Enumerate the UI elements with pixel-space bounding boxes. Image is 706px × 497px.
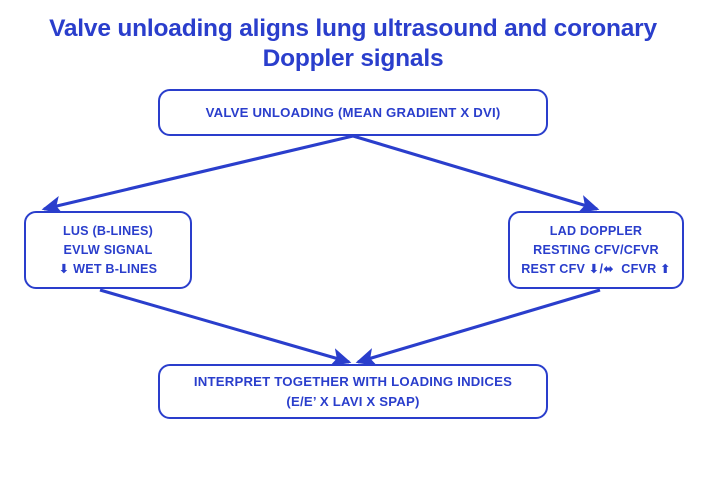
edge-top-to-left bbox=[41, 134, 354, 215]
node-interpret-together[interactable]: INTERPRET TOGETHER WITH LOADING INDICES … bbox=[158, 364, 548, 419]
node-valve-unloading[interactable]: VALVE UNLOADING (MEAN GRADIENT X DVI) bbox=[158, 89, 548, 136]
node-lad-metric-1-label: REST CFV bbox=[521, 261, 586, 276]
arrow-down-icon: ⬇ bbox=[588, 260, 600, 276]
edge-right-to-bottom bbox=[355, 288, 601, 366]
page-title: Valve unloading aligns lung ultrasound a… bbox=[0, 14, 706, 74]
node-lus-line-1: LUS (B-LINES) bbox=[62, 223, 154, 238]
node-lad-line-1: LAD DOPPLER bbox=[549, 223, 643, 238]
node-lad-metrics-row: REST CFV ⬇/⬌ CFVR ⬆ bbox=[521, 260, 671, 279]
node-lus-signal-row: ⬇ WET B-LINES bbox=[59, 260, 157, 279]
node-lus-signal-label: WET B-LINES bbox=[73, 261, 158, 276]
node-valve-unloading-line-1: VALVE UNLOADING (MEAN GRADIENT X DVI) bbox=[205, 105, 501, 120]
edge-top-to-right bbox=[352, 134, 600, 213]
node-lus-b-lines[interactable]: LUS (B-LINES) EVLW SIGNAL ⬇ WET B-LINES bbox=[24, 211, 192, 289]
edge-left-to-bottom bbox=[99, 288, 352, 367]
page-title-line-1: Valve unloading aligns lung ultrasound a… bbox=[49, 15, 657, 42]
arrow-left-right-icon: ⬌ bbox=[603, 260, 614, 276]
node-lad-line-2: RESTING CFV/CFVR bbox=[533, 242, 659, 257]
node-lad-metric-separator: / bbox=[599, 261, 604, 276]
node-lad-doppler[interactable]: LAD DOPPLER RESTING CFV/CFVR REST CFV ⬇/… bbox=[508, 211, 684, 289]
node-lad-metric-2-label: CFVR bbox=[621, 261, 657, 276]
node-interpret-line-2: (E/E’ X LAVI X SPAP) bbox=[286, 393, 420, 409]
arrow-down-icon: ⬇ bbox=[58, 260, 70, 276]
arrow-up-icon: ⬆ bbox=[660, 260, 671, 276]
node-lus-line-2: EVLW SIGNAL bbox=[63, 242, 153, 257]
page-title-line-2: Doppler signals bbox=[262, 45, 444, 72]
node-interpret-line-1: INTERPRET TOGETHER WITH LOADING INDICES bbox=[193, 373, 513, 389]
